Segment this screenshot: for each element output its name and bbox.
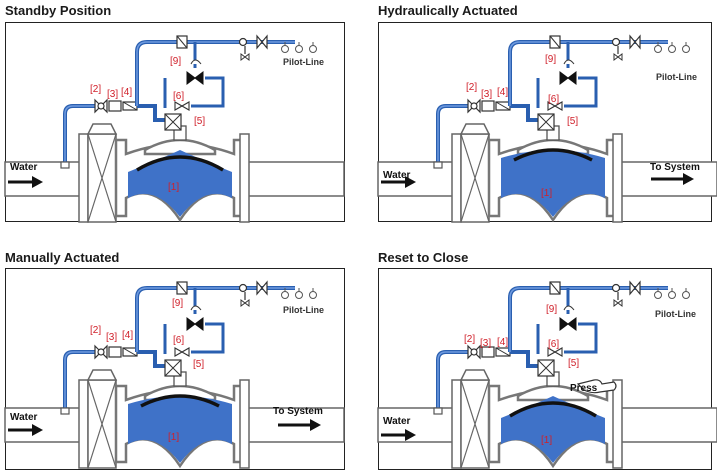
label-9: [9]	[172, 298, 183, 309]
pilot-line-label: Pilot-Line	[283, 305, 324, 315]
pilot-line-label: Pilot-Line	[655, 309, 696, 319]
diaphragm	[509, 401, 597, 418]
label-9: [9]	[170, 56, 181, 67]
label-3: [3]	[107, 89, 118, 100]
water-label: Water	[10, 162, 38, 173]
label-4: [4]	[121, 87, 132, 98]
water-chamber	[501, 150, 605, 217]
label-1: [1]	[168, 182, 179, 193]
label-9: [9]	[546, 304, 557, 315]
water-label: Water	[10, 412, 38, 423]
label-5: [5]	[567, 116, 578, 127]
label-9: [9]	[545, 54, 556, 65]
water-chamber	[501, 396, 605, 463]
label-5: [5]	[194, 116, 205, 127]
schematic-hydraulic	[376, 34, 717, 224]
label-4: [4]	[497, 87, 508, 98]
water-chamber	[128, 396, 232, 463]
panel-title-reset: Reset to Close	[378, 250, 469, 265]
panel-title-manual: Manually Actuated	[5, 250, 120, 265]
water-label: Water	[383, 416, 411, 427]
schematic-standby	[3, 34, 346, 224]
diaphragm	[140, 394, 220, 408]
to-system-label: To System	[273, 406, 323, 417]
pilot-line-label: Pilot-Line	[656, 72, 697, 82]
label-6: [6]	[173, 91, 184, 102]
label-3: [3]	[480, 338, 491, 349]
label-2: [2]	[90, 84, 101, 95]
label-4: [4]	[497, 337, 508, 348]
press-label: Press	[570, 383, 598, 394]
pilot-line-label: Pilot-Line	[283, 57, 324, 67]
water-label: Water	[383, 170, 411, 181]
label-2: [2]	[466, 82, 477, 93]
label-5: [5]	[568, 358, 579, 369]
water-chamber	[128, 150, 232, 217]
diaphragm	[136, 155, 224, 172]
flow-arrow-icon	[8, 176, 416, 441]
panel-title-standby: Standby Position	[5, 3, 112, 18]
label-1: [1]	[541, 188, 552, 199]
label-6: [6]	[548, 94, 559, 105]
label-2: [2]	[90, 325, 101, 336]
panel-title-hydraulic: Hydraulically Actuated	[378, 3, 518, 18]
schematic-manual	[3, 280, 346, 470]
label-6: [6]	[173, 335, 184, 346]
label-5: [5]	[193, 359, 204, 370]
label-1: [1]	[168, 432, 179, 443]
label-2: [2]	[464, 334, 475, 345]
label-6: [6]	[548, 339, 559, 350]
diaphragm	[513, 148, 593, 162]
label-3: [3]	[481, 89, 492, 100]
label-3: [3]	[106, 332, 117, 343]
to-system-label: To System	[650, 162, 700, 173]
label-1: [1]	[541, 435, 552, 446]
label-4: [4]	[122, 330, 133, 341]
schematic-reset	[376, 280, 717, 470]
pointing-hand-icon	[576, 379, 617, 394]
